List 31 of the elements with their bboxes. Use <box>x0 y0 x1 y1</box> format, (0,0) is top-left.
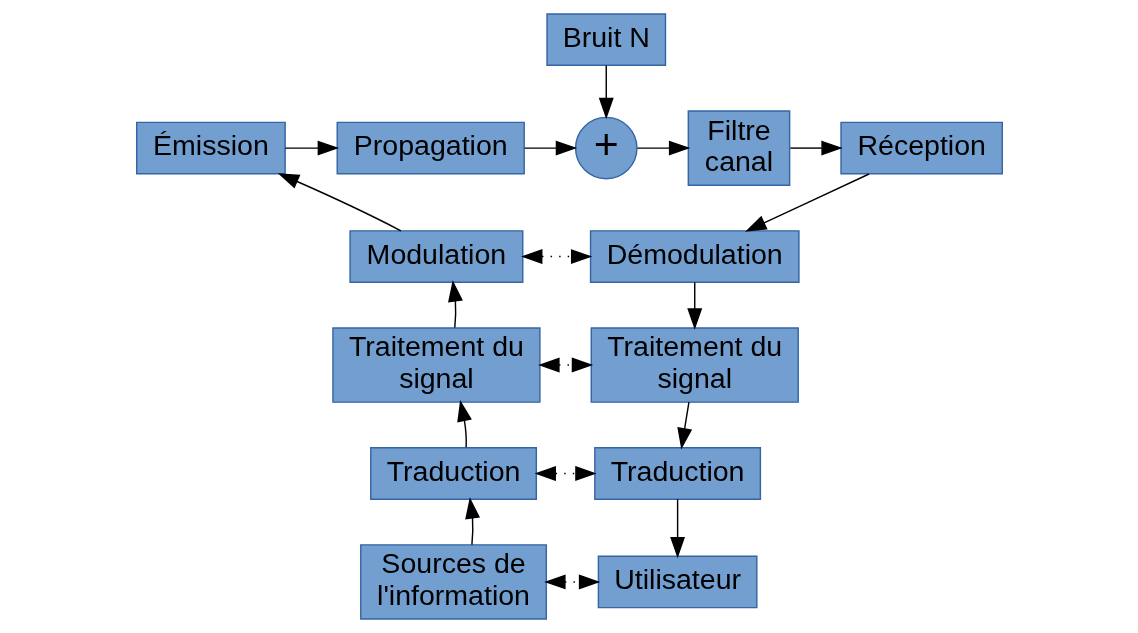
node-box: Traduction <box>369 447 537 500</box>
arrow <box>537 357 593 373</box>
node-box: Filtre canal <box>687 110 790 186</box>
arrow <box>447 280 463 329</box>
node-box: Propagation <box>336 121 525 175</box>
node-box: Sources de l'information <box>359 544 547 620</box>
arrow <box>686 281 702 330</box>
node-box: Modulation <box>348 230 523 283</box>
node-box: Utilisateur <box>597 555 758 609</box>
arrow <box>598 64 614 120</box>
arrow <box>543 574 600 590</box>
node-circle: + <box>574 116 638 180</box>
node-box: Traduction <box>593 447 761 500</box>
node-box: Traitement du signal <box>590 327 799 403</box>
arrow <box>277 173 402 232</box>
arrow <box>789 140 843 156</box>
node-box: Réception <box>839 121 1003 175</box>
arrow <box>283 140 339 156</box>
node-box: Émission <box>135 121 286 175</box>
node-box: Bruit N <box>545 13 666 67</box>
arrow <box>534 466 597 481</box>
arrow <box>523 140 577 156</box>
arrow <box>669 498 685 559</box>
arrow <box>456 400 472 449</box>
arrow <box>676 401 692 450</box>
arrow <box>636 140 690 156</box>
node-box: Traitement du signal <box>331 327 541 403</box>
arrow <box>464 497 480 546</box>
arrow <box>744 173 870 232</box>
node-box: Démodulation <box>589 230 800 283</box>
arrow <box>520 249 592 265</box>
